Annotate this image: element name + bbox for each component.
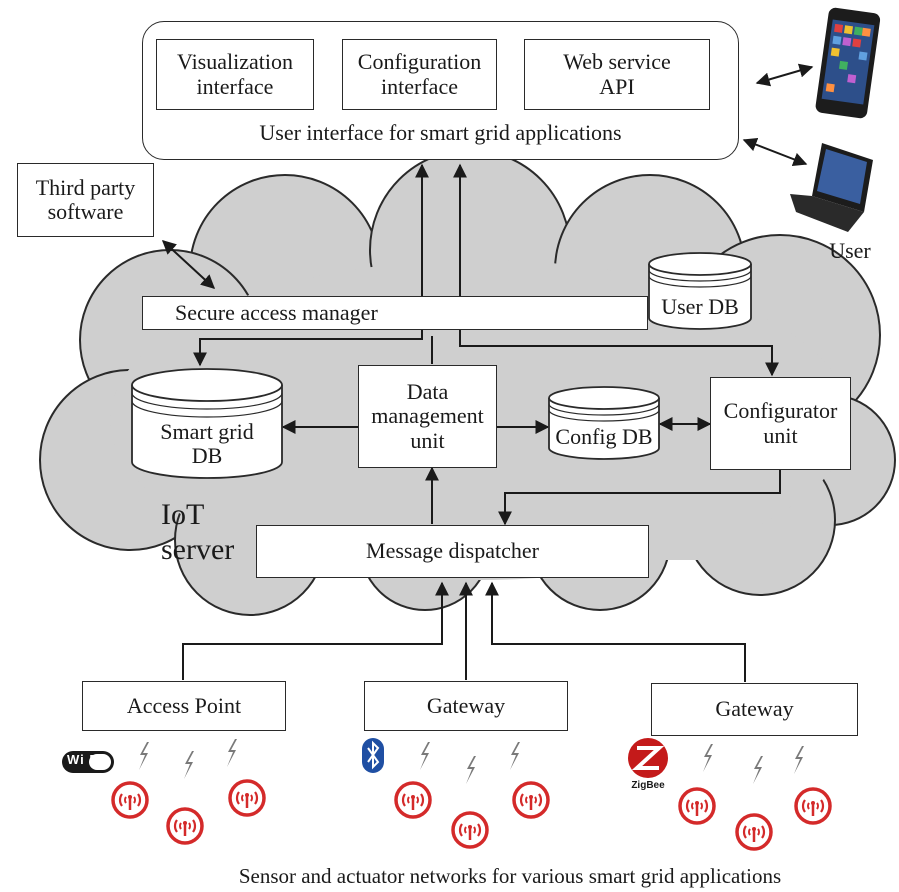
user-db-cylinder [648,252,752,330]
third-party-software-box: Third party software [17,163,154,237]
user-label: User [829,238,871,263]
gateway-bluetooth-box: Gateway [364,681,568,731]
connection-arrows [161,63,814,682]
web-service-api-box: Web service API [524,39,710,110]
configuration-interface-box: Configuration interface [342,39,497,110]
ui-layer-caption: User interface for smart grid applicatio… [259,120,622,145]
data-management-unit-box: Data management unit [358,365,497,468]
smart-grid-db-label: Smart grid DB [160,418,254,468]
laptop-icon [790,143,873,232]
wifi-logo-icon [62,751,114,773]
smart-grid-db-cylinder [131,368,283,479]
wifi-logo-text: Wi Fi [67,752,103,767]
message-dispatcher-box: Message dispatcher [256,525,649,578]
config-db-cylinder [548,386,660,460]
access-point-box: Access Point [82,681,286,731]
secure-access-manager-box: Secure access manager [142,296,648,330]
sensor-nodes [111,779,832,851]
bluetooth-logo-icon [362,738,384,773]
gateway-zigbee-box: Gateway [651,683,858,736]
iot-server-label: IoT server [161,498,235,566]
zigbee-logo-text: ZigBee [631,780,665,791]
sensor-networks-caption: Sensor and actuator networks for various… [238,864,782,888]
zigbee-logo-icon [628,738,668,778]
user-db-label: User DB [661,293,739,319]
visualization-interface-box: Visualization interface [156,39,314,110]
configurator-unit-box: Configurator unit [710,377,851,470]
signal-bolts [139,739,804,784]
smartphone-icon [815,7,881,119]
config-db-label: Config DB [555,423,653,449]
